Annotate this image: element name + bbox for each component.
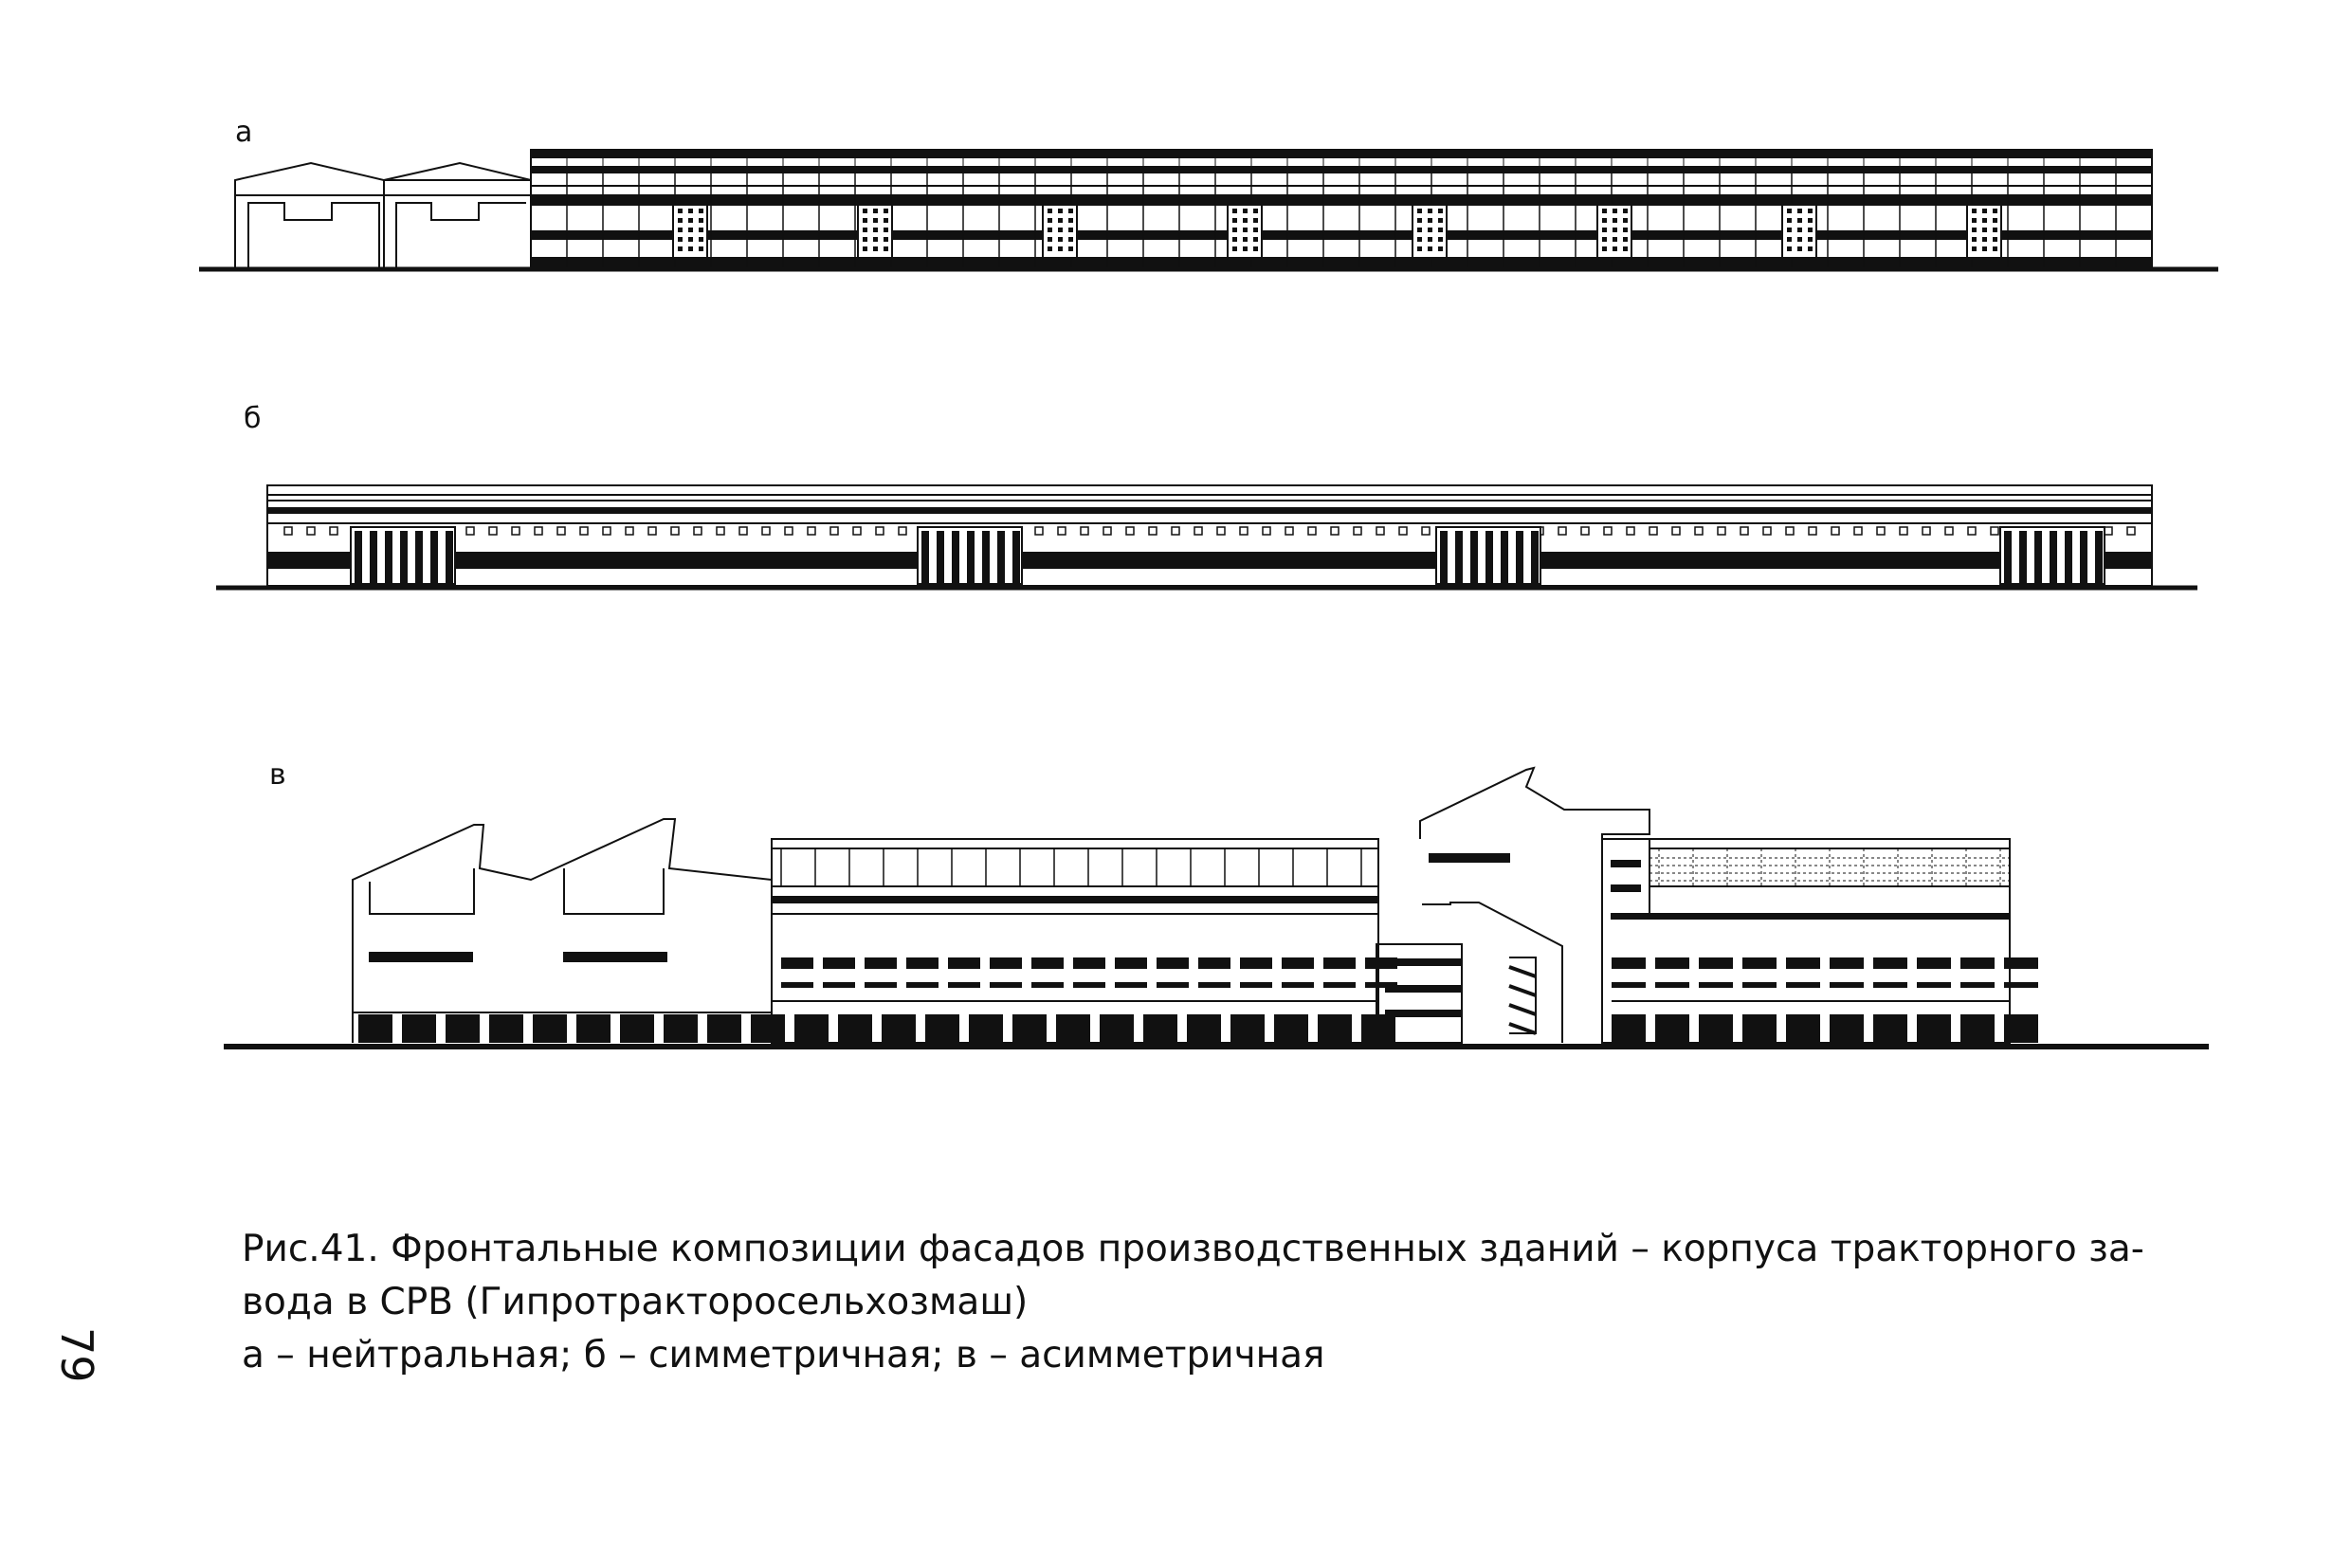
facade-a [199, 149, 2218, 272]
caption-line-2: вода в СРВ (Гипротракторосельхозмаш) [242, 1281, 1029, 1323]
facade-b [216, 484, 2197, 591]
page-number: 79 [51, 1327, 102, 1383]
label-c: в [269, 758, 286, 792]
facade-c [224, 766, 2209, 1049]
figure-caption: Рис.41. Фронтальные композиции фасадов п… [242, 1223, 2214, 1382]
label-b: б [244, 402, 262, 435]
caption-line-3: а – нейтральная; б – симметричная; в – а… [242, 1334, 1325, 1377]
label-a: а [235, 116, 253, 149]
caption-line-1: Рис.41. Фронтальные композиции фасадов п… [242, 1228, 2144, 1270]
